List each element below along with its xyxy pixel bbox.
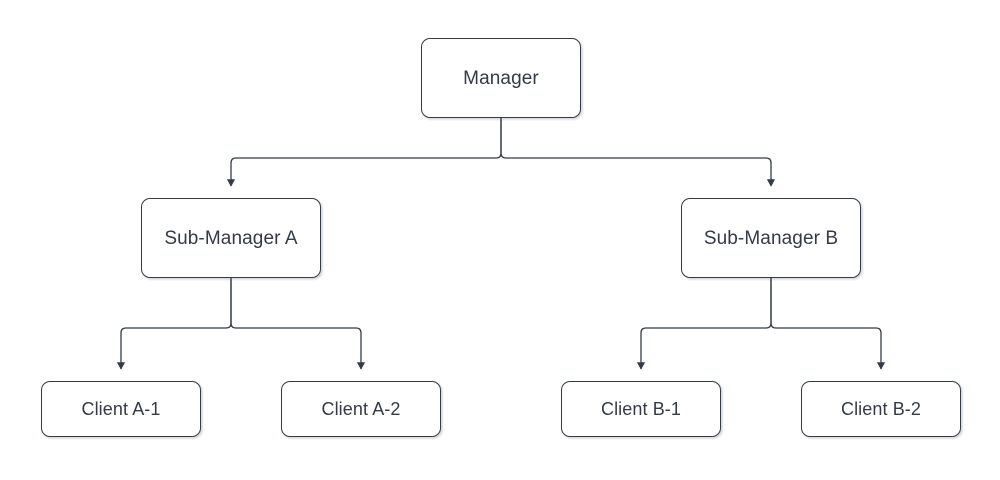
node-sub-manager-b[interactable]: Sub-Manager B	[681, 198, 861, 278]
edge-manager-to-sub-a	[226, 118, 502, 187]
node-manager-label: Manager	[463, 67, 539, 89]
edge-manager-to-sub-b	[500, 118, 776, 187]
edge-sub-a-to-client-a-1	[116, 278, 232, 370]
node-sub-manager-a-label: Sub-Manager A	[164, 227, 298, 249]
node-client-b-1[interactable]: Client B-1	[561, 381, 721, 437]
node-sub-manager-b-label: Sub-Manager B	[703, 227, 839, 249]
node-sub-manager-a[interactable]: Sub-Manager A	[141, 198, 321, 278]
node-client-a-1-label: Client A-1	[81, 399, 161, 419]
node-client-b-1-label: Client B-1	[600, 399, 682, 419]
node-client-a-1[interactable]: Client A-1	[41, 381, 201, 437]
edge-sub-b-to-client-b-1	[636, 278, 772, 370]
node-manager[interactable]: Manager	[421, 38, 581, 118]
node-client-b-2[interactable]: Client B-2	[801, 381, 961, 437]
edge-sub-a-to-client-a-2	[230, 278, 366, 370]
edge-sub-b-to-client-b-2	[770, 278, 886, 370]
node-client-a-2[interactable]: Client A-2	[281, 381, 441, 437]
node-client-a-2-label: Client A-2	[321, 399, 401, 419]
node-client-b-2-label: Client B-2	[840, 399, 922, 419]
